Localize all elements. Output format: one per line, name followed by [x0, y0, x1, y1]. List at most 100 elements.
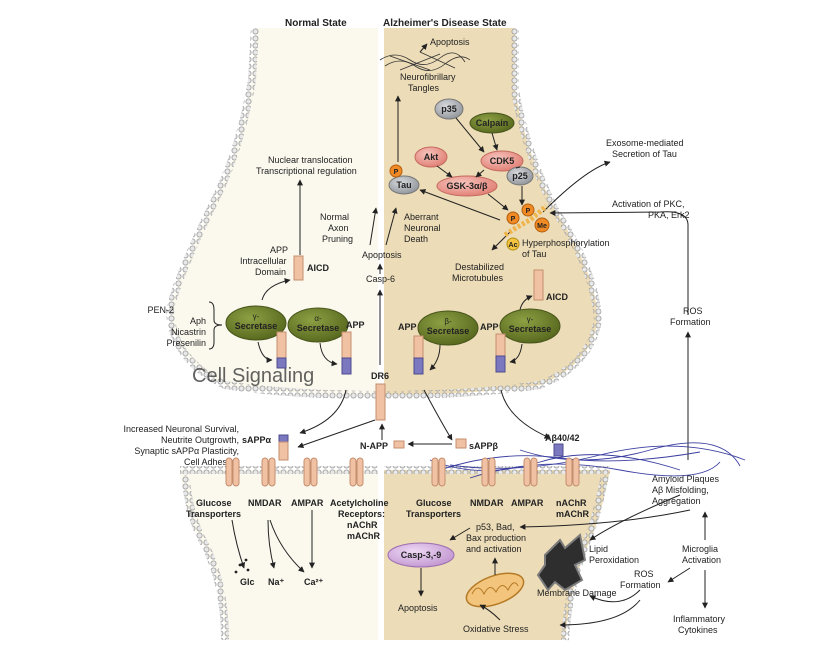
sappb-fragment — [455, 438, 467, 449]
app-icd-label-1: APP — [270, 245, 288, 255]
casp-3-9: Casp-3,-9 — [387, 542, 455, 568]
hyper-label-2: of Tau — [522, 249, 546, 259]
nmdar-ad-label: NMDAR — [470, 498, 504, 508]
svg-text:γ-: γ- — [527, 315, 534, 324]
ros-label-2: Formation — [620, 580, 661, 590]
normal-axon-3: Pruning — [322, 234, 353, 244]
svg-text:α-: α- — [314, 314, 322, 323]
glucose-label-1: Glucose — [196, 498, 232, 508]
survival-3: Synaptic sAPPα Plasticity, — [134, 446, 239, 456]
nmdar-ad — [481, 457, 496, 487]
tangles-label-2: Tangles — [408, 83, 440, 93]
mitochondrion-icon — [465, 572, 525, 608]
nuclear-label-1: Nuclear translocation — [268, 155, 353, 165]
ampar-ad — [523, 457, 538, 487]
sappb-label: sAPPβ — [469, 441, 499, 451]
svg-text:GSK-3α/β: GSK-3α/β — [446, 181, 488, 191]
hyper-label-1: Hyperphosphorylation — [522, 238, 610, 248]
membrane-label: Membrane Damage — [537, 588, 617, 598]
nachr-ad-label-1: nAChR — [556, 498, 587, 508]
glucose-transporter-normal — [225, 457, 240, 487]
svg-text:P: P — [526, 208, 531, 215]
hyperphosphorylated-tau: P P Me Ac — [503, 203, 550, 251]
glucose-ad-2: Transporters — [406, 509, 461, 519]
app-icd-label-2: Intracellular — [240, 256, 287, 266]
survival-2: Neutrite Outgrowth, — [161, 435, 239, 445]
svg-text:β-: β- — [444, 317, 452, 326]
sappa-fragment — [278, 434, 289, 443]
aicd-label-ad: AICD — [546, 292, 568, 302]
plaques-label-2: Aβ Misfolding, — [652, 485, 709, 495]
aberrant-2: Neuronal — [404, 223, 441, 233]
svg-text:Akt: Akt — [424, 152, 439, 162]
glucose-ad-1: Glucose — [416, 498, 452, 508]
app-tm-ad-1 — [413, 357, 424, 375]
nmdar-normal — [261, 457, 276, 487]
microglia-label-1: Microglia — [682, 544, 718, 554]
header-normal: Normal State — [285, 18, 347, 29]
complex-aph: Aph — [190, 316, 206, 326]
svg-text:p25: p25 — [512, 171, 528, 181]
svg-text:Secretase: Secretase — [427, 326, 470, 336]
pkc-label-2: PKA, Erk2 — [648, 210, 690, 220]
destab-label-1: Destabilized — [455, 262, 504, 272]
svg-text:Secretase: Secretase — [235, 321, 278, 331]
gsk3-protein: GSK-3α/β — [436, 175, 498, 197]
membrane-damage-icon — [536, 533, 587, 592]
complex-presenilin: Presenilin — [166, 338, 206, 348]
ampar-label: AMPAR — [291, 498, 324, 508]
tau-protein: Tau P — [388, 164, 420, 195]
app-label-ad-left: APP — [398, 322, 417, 332]
glc-dots — [234, 558, 250, 574]
postsynaptic-membrane — [180, 466, 610, 641]
pkc-label-1: Activation of PKC, — [612, 199, 685, 209]
lipid-label-2: Peroxidation — [589, 555, 639, 565]
apoptosis-top: Apoptosis — [430, 37, 470, 47]
apoptosis-mid: Apoptosis — [362, 250, 402, 260]
p53-label-3: and activation — [466, 544, 522, 554]
microglia-label-2: Activation — [682, 555, 721, 565]
app-icd-label-3: Domain — [255, 267, 286, 277]
svg-text:Ac: Ac — [509, 242, 518, 249]
aicd-bar-normal — [293, 255, 304, 281]
inflam-label-2: Cytokines — [678, 625, 718, 635]
sappa-fragment-body — [278, 441, 289, 461]
aberrant-1: Aberrant — [404, 212, 439, 222]
ampar-normal — [303, 457, 318, 487]
aicd-bar-ad — [533, 269, 544, 301]
survival-1: Increased Neuronal Survival, — [123, 424, 239, 434]
svg-text:P: P — [394, 169, 399, 176]
nuclear-label-2: Transcriptional regulation — [256, 166, 357, 176]
ach-label-1: Acetylcholine — [330, 498, 389, 508]
app-bar-normal-2 — [341, 331, 352, 359]
aberrant-3: Death — [404, 234, 428, 244]
exosome-label-2: Secretion of Tau — [612, 149, 677, 159]
nmdar-label: NMDAR — [248, 498, 282, 508]
plaques-label-1: Amyloid Plaques — [652, 474, 720, 484]
tangles-label-1: Neurofibrillary — [400, 72, 456, 82]
oxidative-label: Oxidative Stress — [463, 624, 529, 634]
app-tm-normal-2 — [341, 357, 352, 375]
na-label: Na⁺ — [268, 577, 285, 587]
app-bar-ad-2 — [495, 333, 506, 357]
calpain-protein: Calpain — [469, 112, 515, 134]
ach-receptor-normal — [349, 457, 364, 487]
tangles-icon — [379, 51, 471, 71]
glucose-label-2: Transporters — [186, 509, 241, 519]
app-bar-normal-1 — [276, 331, 287, 359]
survival-4: Cell Adhesion — [184, 457, 239, 467]
ach-label-3: nAChR — [347, 520, 378, 530]
app-bar-ad-1 — [413, 335, 424, 359]
sappa-label: sAPPα — [242, 435, 272, 445]
app-tm-normal-1 — [276, 357, 287, 369]
nachr-ad — [565, 457, 580, 487]
gamma-secretase-normal: γ- Secretase — [225, 305, 287, 341]
complex-nicastrin: Nicastrin — [171, 327, 206, 337]
svg-text:CDK5: CDK5 — [490, 156, 515, 166]
normal-axon-2: Axon — [328, 223, 349, 233]
p35-protein: p35 — [434, 98, 464, 120]
svg-text:Calpain: Calpain — [476, 118, 509, 128]
svg-text:Tau: Tau — [396, 180, 411, 190]
destab-label-2: Microtubules — [452, 273, 504, 283]
exosome-label-1: Exosome-mediated — [606, 138, 684, 148]
